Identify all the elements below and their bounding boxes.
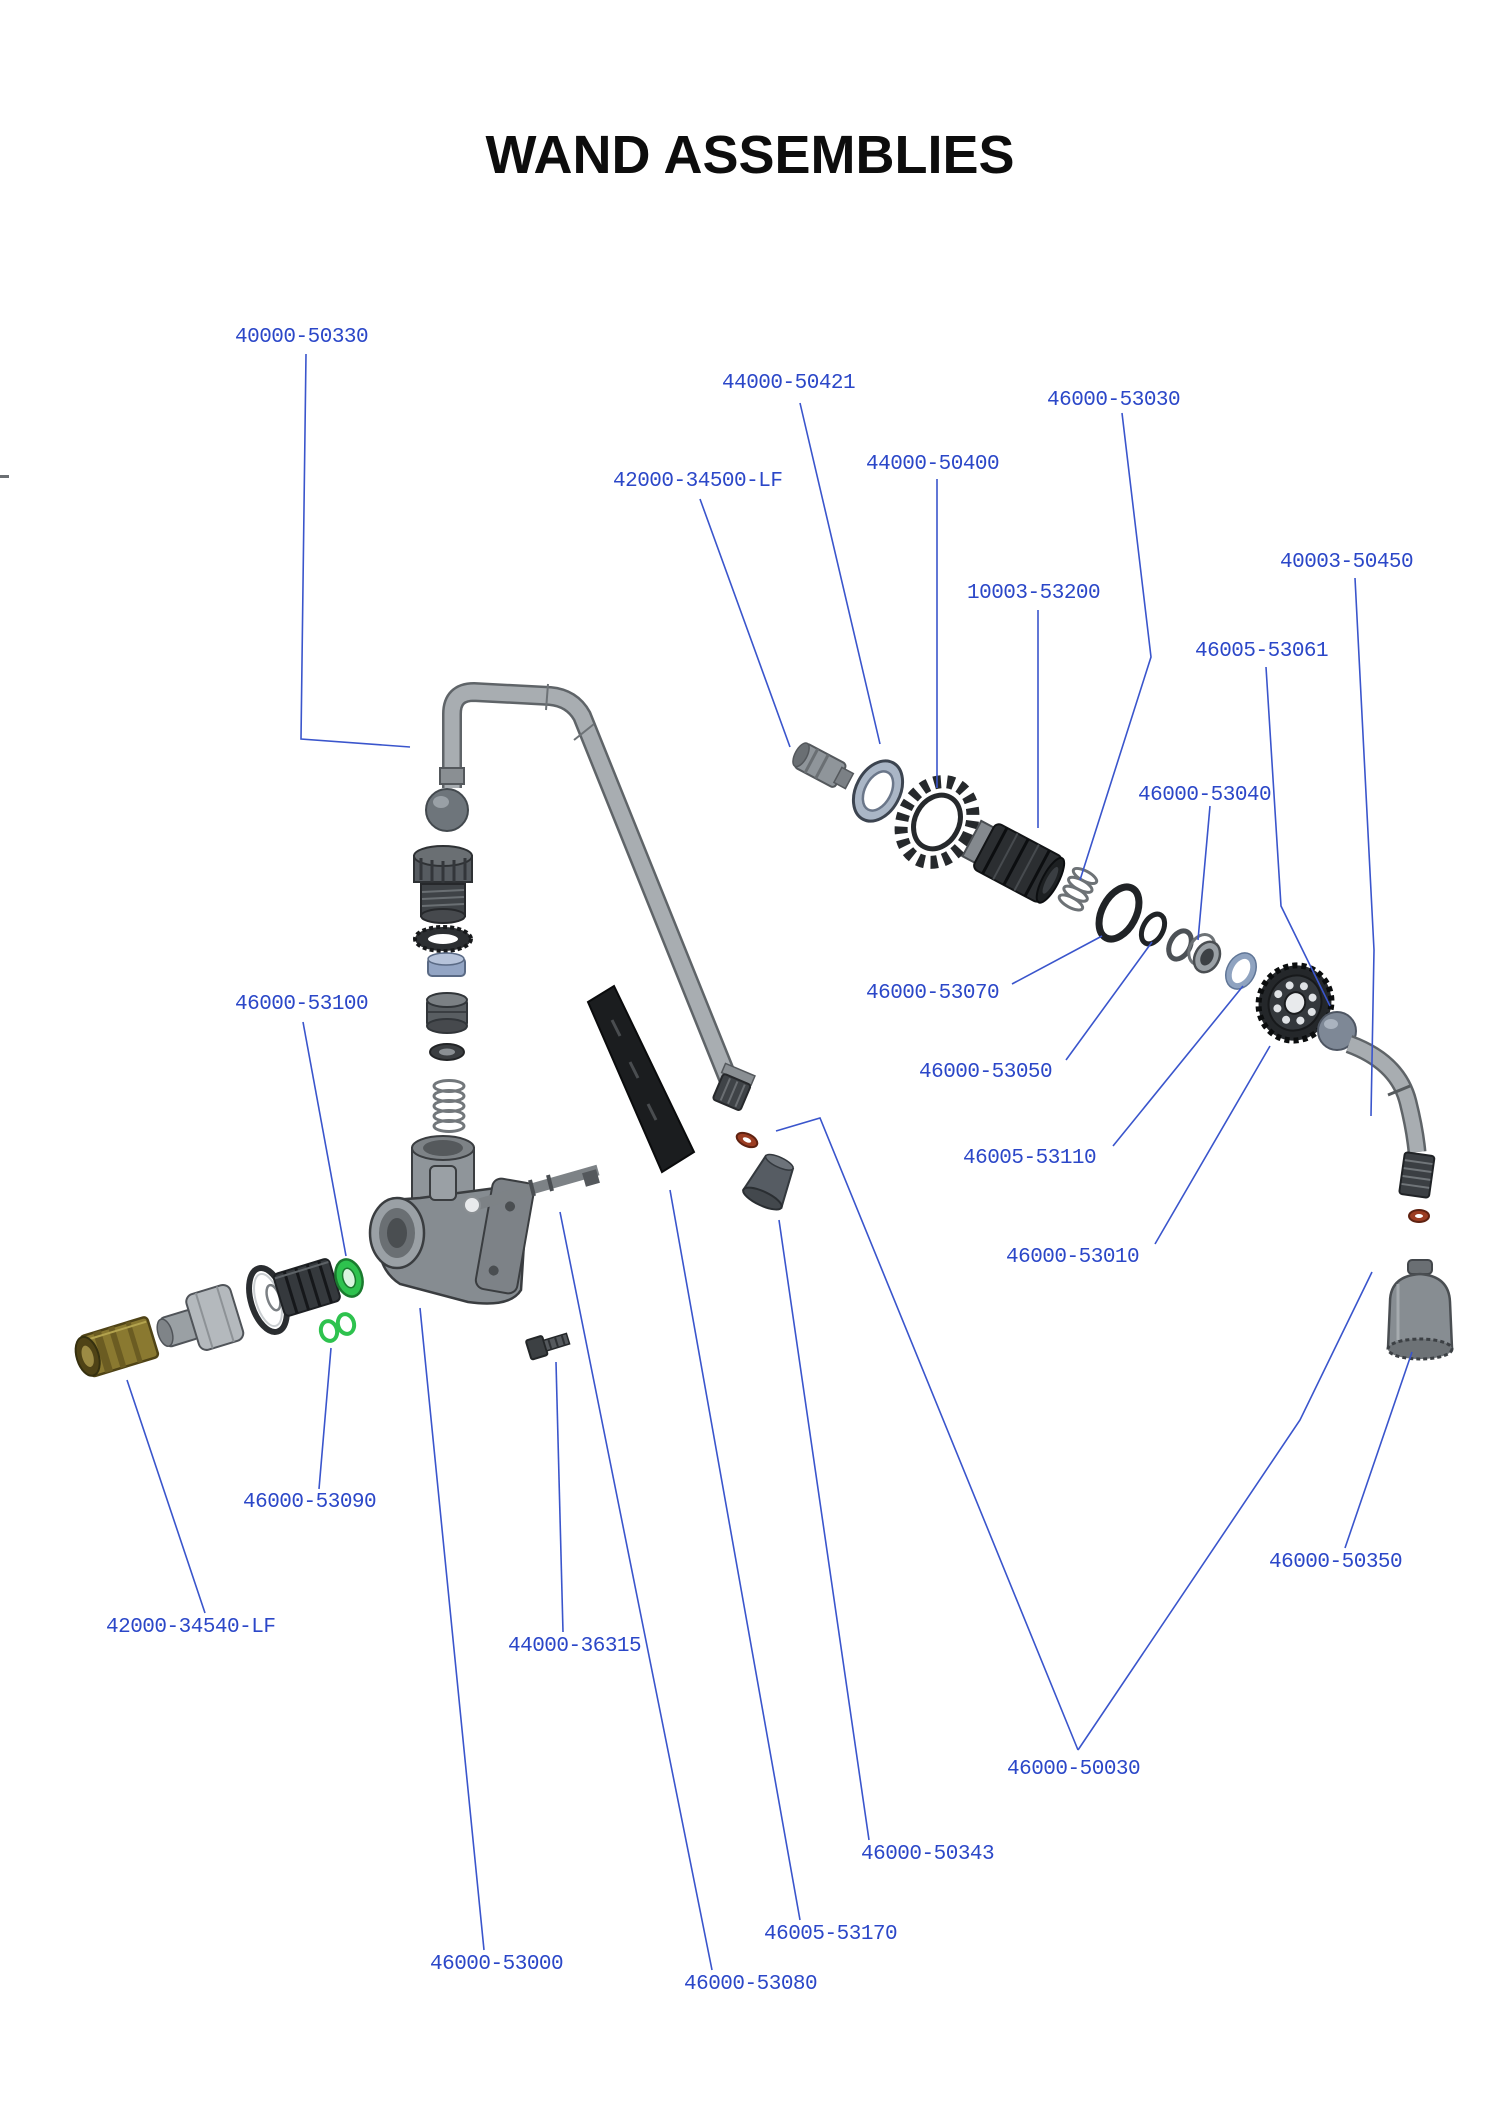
nozzle-spring [1057,866,1099,912]
leader-46005-53170 [669,1189,801,1921]
right-red-oring [1408,1209,1430,1223]
leader-46000-50030-right [1077,1271,1373,1751]
brass-inlet-fitting [74,1316,160,1378]
left-red-oring [735,1131,759,1149]
part-label-46000-53030: 46000-53030 [1047,389,1181,412]
part-label-44000-50421: 44000-50421 [722,372,856,395]
left-tube-threaded-tip [712,1062,756,1111]
leader-44000-36315 [555,1361,564,1633]
part-label-44000-36315: 44000-36315 [508,1635,642,1658]
tube-collar [439,767,465,785]
hose-adapter [156,1283,245,1351]
left-wand-tube [439,681,741,1090]
leader-40003-50450 [1354,577,1375,1117]
valve-stem [463,1164,600,1214]
ball-joint-left [425,788,469,832]
small-washer [429,1043,465,1061]
leader-40000-50330 [300,353,411,748]
leader-46000-53090 [318,1347,332,1490]
part-label-46000-53100: 46000-53100 [235,993,369,1016]
part-label-46005-53061: 46005-53061 [1195,640,1329,663]
part-label-42000-34500-LF: 42000-34500-LF [613,470,783,493]
part-label-40003-50450: 40003-50450 [1280,551,1414,574]
leader-46000-50030-left [775,1117,1079,1751]
part-label-44000-50400: 44000-50400 [866,453,1000,476]
leader-42000-34500-LF [699,498,791,748]
part-label-46000-53080: 46000-53080 [684,1973,818,1996]
right-tube-threaded-tip [1398,1151,1436,1199]
leader-46005-53110 [1112,985,1244,1147]
leader-46005-53061 [1265,666,1331,1007]
leader-46000-53010 [1154,1045,1271,1245]
piston-cylinder [426,992,468,1034]
part-label-46000-50030: 46000-50030 [1007,1758,1141,1781]
left-margin-tick [0,475,9,478]
barb-fitting [792,742,855,790]
part-label-46000-53010: 46000-53010 [1006,1246,1140,1269]
part-label-46000-50343: 46000-50343 [861,1843,995,1866]
part-label-40000-50330: 40000-50330 [235,326,369,349]
part-label-46000-50350: 46000-50350 [1269,1551,1403,1574]
part-label-46000-53000: 46000-53000 [430,1953,564,1976]
grip-sleeve [586,984,696,1174]
leader-lines [126,353,1413,1971]
toothed-seal-ring [413,925,473,953]
leader-46000-53100 [302,1021,347,1257]
nozzle-cap [1386,1259,1454,1361]
leader-46000-53000 [419,1307,485,1951]
leader-46000-53040 [1197,805,1211,941]
large-oring [1095,883,1143,943]
leader-46000-53070 [1011,935,1103,985]
valve-body [368,1135,535,1305]
green-washer [334,1258,364,1298]
leader-46000-53030 [1079,412,1152,881]
leader-46000-50350 [1344,1351,1413,1549]
trigger-screw [525,1332,571,1361]
ring-nut [851,759,905,823]
leader-42000-34540-LF [126,1379,206,1614]
bonnet-knurled-fitting [413,845,473,924]
page-title: WAND ASSEMBLIES [485,125,1015,185]
left-nozzle-cone [741,1153,795,1211]
part-label-46000-53090: 46000-53090 [243,1491,377,1514]
blue-cup-seal [427,952,466,977]
green-orings [318,1312,357,1343]
washer-nut-stack [1187,933,1222,974]
part-label-46000-53050: 46000-53050 [919,1061,1053,1084]
ball-joint-right [1317,1011,1357,1051]
valve-cartridge [265,1258,341,1317]
right-wand-tube [1345,1035,1427,1153]
part-label-46000-53040: 46000-53040 [1138,784,1272,807]
star-lock-washer [894,775,980,869]
blue-oring [1225,952,1257,990]
part-label-42000-34540-LF: 42000-34540-LF [106,1616,276,1639]
valve-spring [432,1079,466,1133]
part-label-46005-53170: 46005-53170 [764,1923,898,1946]
leader-46000-53080 [559,1211,713,1971]
small-oring [1138,911,1168,947]
leader-44000-50421 [799,402,881,745]
ball-joint-left-highlight [433,796,449,808]
part-label-46005-53110: 46005-53110 [963,1147,1097,1170]
black-bushing [961,819,1066,904]
part-label-46000-53070: 46000-53070 [866,982,1000,1005]
part-label-10003-53200: 10003-53200 [967,582,1101,605]
leader-46000-50343 [778,1219,870,1841]
leader-46000-53050 [1065,941,1153,1061]
